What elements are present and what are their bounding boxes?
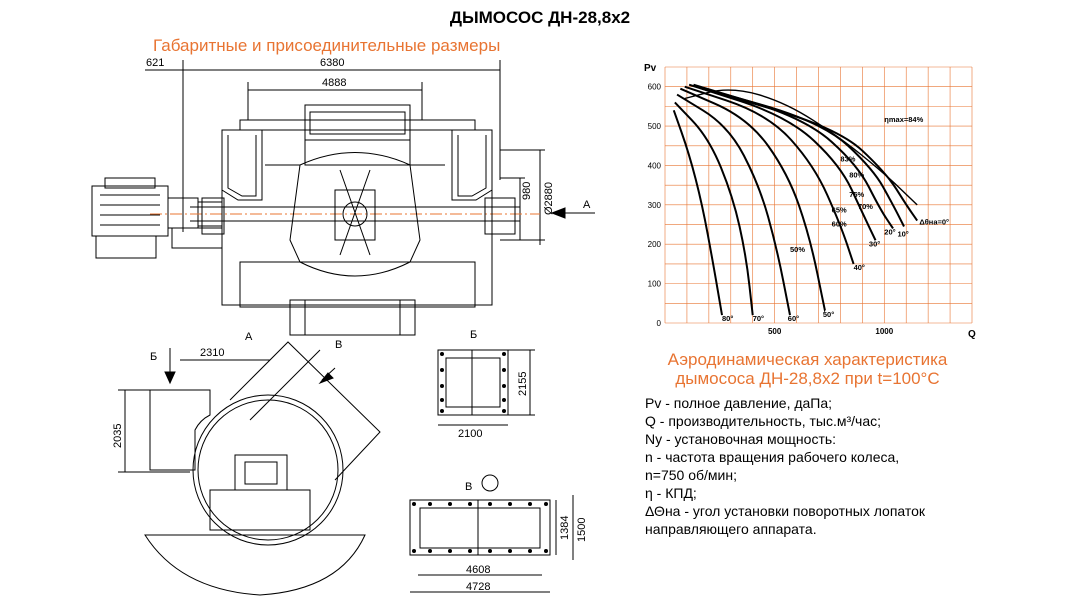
pressure-curve <box>684 85 855 265</box>
legend-item: ΔΘна - угол установки поворотных лопаток <box>645 503 926 519</box>
dim-2310: 2310 <box>200 347 224 359</box>
legend: Pv - полное давление, даПа; Q - производ… <box>645 394 1065 538</box>
legend-item: направляющего аппарата. <box>645 521 817 537</box>
dim-4888: 4888 <box>322 77 346 89</box>
dim-2100: 2100 <box>458 428 482 440</box>
y-tick-label: 200 <box>648 240 662 249</box>
efficiency-envelope <box>684 89 918 206</box>
volute <box>192 394 344 546</box>
pressure-curve <box>702 87 918 222</box>
efficiency-label: ηmax=84% <box>884 115 923 124</box>
x-tick-label: 1000 <box>875 327 893 336</box>
efficiency-label: 60% <box>832 220 847 229</box>
efficiency-label: 83% <box>840 155 855 164</box>
x-axis-label: Q <box>968 329 976 340</box>
view-b-label: Б <box>150 351 157 363</box>
y-tick-label: 500 <box>648 122 662 131</box>
efficiency-label: 80% <box>849 170 864 179</box>
flange-v <box>409 499 551 556</box>
y-tick-label: 100 <box>648 280 662 289</box>
aerodynamic-chart: 0 100 200 300 400 500 600 500 1000 80° 70° 60° 50° 4… <box>644 63 976 340</box>
efficiency-label: 50% <box>790 245 805 254</box>
angle-label: 50° <box>823 310 834 319</box>
dim-980: 980 <box>521 182 533 200</box>
chart-labels: 80° 70° 60° 50° 40° 30° 20°10° Δθна=0° ηmax=84% 8… <box>722 115 949 323</box>
dim-1384: 1384 <box>559 516 571 540</box>
legend-item: n - частота вращения рабочего колеса, <box>645 449 900 465</box>
legend-item: Ny - установочная мощность: <box>645 431 837 447</box>
angle-label: 20° <box>884 227 895 236</box>
pressure-curve <box>674 101 754 316</box>
pressure-curve <box>697 85 905 227</box>
y-tick-label: 0 <box>657 319 662 328</box>
legend-item: η - КПД; <box>645 485 697 501</box>
inlet-duct <box>149 389 211 471</box>
dim-4608: 4608 <box>466 564 490 576</box>
view-a-label-top: А <box>583 199 591 211</box>
chart-grid <box>664 66 973 324</box>
efficiency-curve <box>684 89 918 206</box>
base-foundation <box>144 534 366 596</box>
dimensions-title: Габаритные и присоединительные размеры <box>153 36 501 55</box>
pressure-curve <box>672 109 723 316</box>
y-tick-label: 400 <box>648 161 662 170</box>
efficiency-label: 70% <box>858 202 873 211</box>
aero-title-line1: Аэродинамическая характеристика <box>667 350 948 369</box>
dim-2155: 2155 <box>517 372 529 396</box>
angle-label: 40° <box>854 263 865 272</box>
dim-6380: 6380 <box>320 57 344 69</box>
flange-v-label: В <box>465 481 472 493</box>
efficiency-label: 75% <box>849 190 864 199</box>
y-tick-label: 300 <box>648 201 662 210</box>
angle-label: 60° <box>788 314 799 323</box>
angle-label: 80° <box>722 314 733 323</box>
dim-2880: Ø2880 <box>543 182 555 215</box>
dim-1500: 1500 <box>576 518 588 542</box>
angle-label: 10° <box>897 229 908 238</box>
angle-label: Δθна=0° <box>919 218 949 227</box>
efficiency-label: 65% <box>832 206 847 215</box>
pressure-curve <box>688 83 877 241</box>
y-axis-label: Pv <box>644 63 657 74</box>
view-v-label: В <box>335 339 342 351</box>
pressure-curve <box>679 87 827 312</box>
page-title: ДЫМОСОС ДН-28,8х2 <box>449 8 631 27</box>
dim-621: 621 <box>146 57 164 69</box>
flange-b <box>437 349 509 416</box>
angle-label: 70° <box>753 314 764 323</box>
dim-4728: 4728 <box>466 581 490 593</box>
legend-item: n=750 об/мин; <box>645 467 737 483</box>
aero-title: Аэродинамическая характеристика дымососа… <box>640 350 975 388</box>
y-tick-label: 600 <box>648 83 662 92</box>
drawings: 621 6380 4888 980 Ø2880 А Б 2310 А В 203… <box>91 57 595 596</box>
x-tick-label: 500 <box>768 327 782 336</box>
flange-b-label: Б <box>470 329 477 341</box>
view-a-label: А <box>245 331 253 343</box>
chart-curves <box>672 83 918 316</box>
pressure-curve <box>676 93 791 316</box>
legend-item: Q - производительность, тыс.м³/час; <box>645 413 882 429</box>
dim-2035: 2035 <box>112 424 124 448</box>
outlet-duct <box>229 341 381 481</box>
legend-item: Pv - полное давление, даПа; <box>645 395 833 411</box>
aero-title-line2: дымососа ДН-28,8х2 при t=100°C <box>675 369 940 388</box>
chart-ticks: 0 100 200 300 400 500 600 500 1000 <box>648 83 894 336</box>
angle-label: 30° <box>869 239 880 248</box>
motor <box>91 185 169 237</box>
